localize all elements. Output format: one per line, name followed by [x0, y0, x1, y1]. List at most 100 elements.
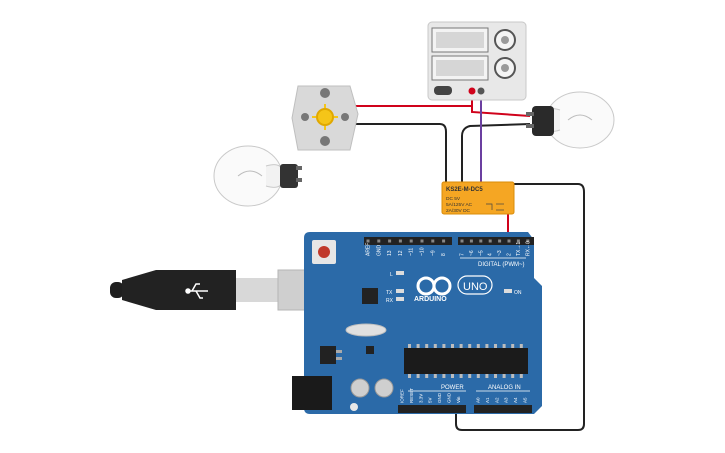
power-pin-label: GND: [447, 392, 452, 403]
wire-black-bulb-relay[interactable]: [461, 123, 531, 184]
analog-label: ANALOG IN: [488, 385, 521, 391]
pin-label: 13: [387, 250, 393, 256]
chip-pin: [459, 374, 463, 378]
pin-label: TX→1: [516, 242, 522, 256]
chip-pin: [442, 344, 446, 348]
chip-pin: [416, 374, 420, 378]
header-pin[interactable]: [516, 239, 520, 243]
psu-terminal-negative[interactable]: [477, 87, 485, 95]
chip-pin: [408, 344, 411, 348]
power-pin-label: IOREF: [400, 389, 405, 403]
header-pin[interactable]: [431, 239, 435, 243]
dc-power-jack[interactable]: [292, 376, 332, 410]
wire-black-relay-gnd[interactable]: [455, 183, 585, 431]
digital-label: DIGITAL (PWM~): [478, 262, 525, 268]
chip-pin: [468, 374, 472, 378]
analog-header[interactable]: [474, 405, 532, 413]
power-pin-label: GND: [437, 392, 442, 403]
pin-label: 2: [507, 253, 513, 256]
relay-spec-2: 5A/125V AC: [446, 202, 473, 208]
pin-label: 12: [398, 250, 404, 256]
chip-pin: [433, 374, 437, 378]
chip-pin: [408, 374, 411, 378]
chip-pin: [476, 374, 480, 378]
chip-pin: [485, 344, 489, 348]
chip-pin: [494, 374, 497, 378]
relay[interactable]: KS2E-M-DC5 DC 5V 5A/125V AC 2A/30V DC: [441, 181, 515, 215]
pin-label: ~3: [497, 250, 503, 256]
psu-power-switch[interactable]: [434, 86, 452, 95]
uno-label: UNO: [463, 281, 488, 293]
chip-pin: [451, 344, 454, 348]
chip-pin: [502, 374, 506, 378]
header-pin[interactable]: [388, 239, 392, 243]
header-pin[interactable]: [479, 239, 483, 243]
microcontroller-chip: [404, 344, 528, 378]
pin-label: 8: [441, 253, 447, 256]
power-label: POWER: [441, 385, 464, 391]
power-pin-label: Vin: [456, 396, 461, 403]
header-pin[interactable]: [442, 239, 446, 243]
header-pin[interactable]: [507, 239, 511, 243]
arduino-logo-text: ARDUINO: [414, 296, 447, 303]
chip-pin: [502, 344, 506, 348]
wire-black-motor-relay[interactable]: [356, 123, 447, 184]
led-rx-label: RX: [386, 298, 394, 304]
analog-pin-label: A0: [476, 397, 481, 403]
analog-pin-label: A2: [494, 397, 499, 403]
power-pin-label: 3.3V: [418, 394, 423, 403]
digital-header[interactable]: [364, 237, 534, 245]
pin-label: ~11: [409, 248, 415, 256]
header-pin[interactable]: [488, 239, 492, 243]
header-pin[interactable]: [469, 239, 473, 243]
header-pin[interactable]: [366, 239, 370, 243]
header-pin[interactable]: [377, 239, 381, 243]
power-pin-label: 5V: [428, 397, 433, 403]
pin-label: ~9: [430, 250, 436, 256]
chip-pin: [511, 374, 515, 378]
analog-pin-label: A3: [504, 397, 509, 403]
chip-pin: [433, 344, 437, 348]
chip-pin: [459, 344, 463, 348]
pin-label: 4: [488, 253, 494, 256]
chip-pin: [511, 344, 515, 348]
light-bulb-icon[interactable]: [526, 91, 615, 149]
analog-pin-label: A4: [513, 397, 518, 403]
chip-pin: [425, 374, 429, 378]
pin-label: 7: [460, 253, 466, 256]
psu-terminal-positive[interactable]: [468, 87, 476, 95]
power-pin-label: RESET: [409, 388, 414, 403]
power-supply[interactable]: [427, 21, 527, 101]
chip-pin: [425, 344, 429, 348]
header-pin[interactable]: [420, 239, 424, 243]
pin-label: ~10: [420, 247, 426, 256]
chip-pin: [494, 344, 497, 348]
pin-label: RX←0: [525, 241, 531, 256]
pin-label: ~6: [469, 250, 475, 256]
relay-part-label: KS2E-M-DC5: [446, 187, 483, 193]
pin-label: GND: [376, 245, 382, 257]
header-pin[interactable]: [409, 239, 413, 243]
analog-pin-label: A1: [485, 397, 490, 403]
relay-spec-3: 2A/30V DC: [446, 208, 471, 214]
chip-pin: [485, 374, 489, 378]
pin-label: ~5: [478, 250, 484, 256]
usb-cable-icon[interactable]: [110, 269, 309, 311]
on-label: ON: [514, 290, 522, 296]
led-tx-label: TX: [386, 290, 393, 296]
arduino-logo: [416, 276, 452, 296]
header-pin[interactable]: [498, 239, 502, 243]
header-pin[interactable]: [460, 239, 464, 243]
chip-pin: [468, 344, 472, 348]
light-bulb-icon[interactable]: [213, 145, 302, 207]
analog-pin-label: A5: [523, 397, 528, 403]
header-pin[interactable]: [526, 239, 530, 243]
dc-motor-icon[interactable]: [291, 85, 359, 151]
chip-pin: [519, 374, 523, 378]
power-header[interactable]: [398, 405, 466, 413]
header-pin[interactable]: [398, 239, 402, 243]
chip-pin: [476, 344, 480, 348]
pin-label: AREF: [366, 243, 372, 256]
